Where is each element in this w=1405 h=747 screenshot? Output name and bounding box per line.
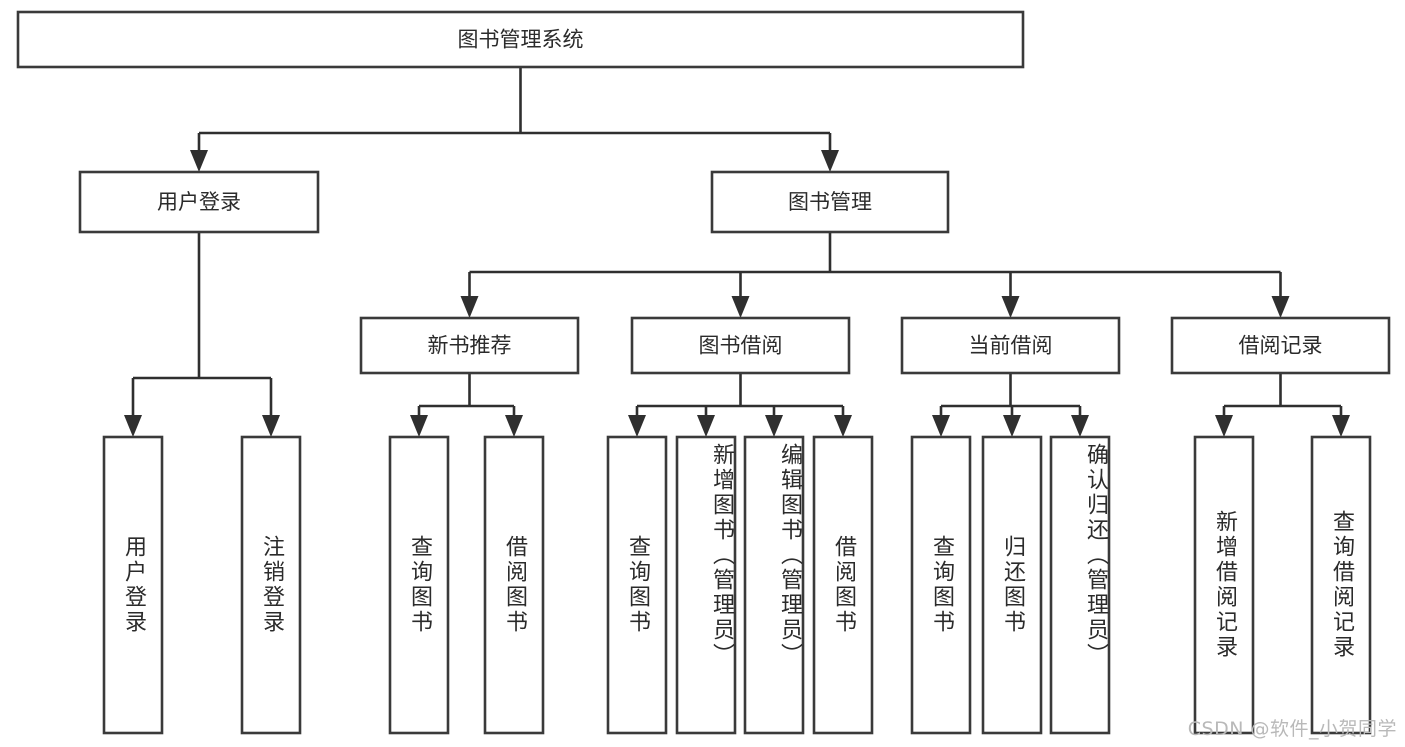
node-box-level3-3[interactable] <box>1170 316 1391 375</box>
leaf-box-9[interactable] <box>981 435 1043 735</box>
edge-current-arrow-0 <box>932 415 950 437</box>
node-label-level3-1: 图书借阅 <box>699 334 783 358</box>
edge-book-mgmt-arrow-3 <box>1271 296 1290 318</box>
boxes-layer <box>16 10 1391 735</box>
leaf-box-1[interactable] <box>240 435 302 735</box>
connectors-layer <box>124 67 1350 437</box>
watermark-text: CSDN @软件_小贺同学 <box>1187 718 1397 740</box>
node-box-level2-1[interactable] <box>710 170 950 234</box>
leaf-box-5[interactable] <box>675 435 737 735</box>
node-box-level3-2[interactable] <box>900 316 1121 375</box>
edge-root-arrow-1 <box>821 150 839 172</box>
leaf-box-10[interactable] <box>1049 435 1111 735</box>
leaf-box-7[interactable] <box>812 435 874 735</box>
leaf-box-0[interactable] <box>102 435 164 735</box>
node-label-root: 图书管理系统 <box>458 28 584 52</box>
node-box-level3-0[interactable] <box>359 316 580 375</box>
edge-borrow-arrow-1 <box>697 415 715 437</box>
leaf-box-4[interactable] <box>606 435 668 735</box>
edge-book-mgmt-arrow-2 <box>1001 296 1020 318</box>
edge-borrow-arrow-3 <box>834 415 852 437</box>
edge-root-arrow-0 <box>190 150 208 172</box>
node-label-level2-0: 用户登录 <box>157 190 241 214</box>
edge-new-book-arrow-1 <box>505 415 523 437</box>
node-box-level2-0[interactable] <box>78 170 320 234</box>
leaf-box-3[interactable] <box>483 435 545 735</box>
node-box-root[interactable] <box>16 10 1025 69</box>
leaf-box-12[interactable] <box>1310 435 1372 735</box>
edge-borrow-arrow-0 <box>628 415 646 437</box>
node-label-level3-3: 借阅记录 <box>1239 334 1323 358</box>
edge-book-mgmt-arrow-0 <box>460 296 479 318</box>
edge-new-book-arrow-0 <box>410 415 428 437</box>
edge-user-login-arrow-0 <box>124 415 142 437</box>
edge-current-arrow-2 <box>1071 415 1089 437</box>
edge-current-arrow-1 <box>1003 415 1021 437</box>
node-box-level3-1[interactable] <box>630 316 851 375</box>
edge-record-arrow-1 <box>1332 415 1350 437</box>
node-label-level3-2: 当前借阅 <box>969 334 1053 358</box>
leaf-box-6[interactable] <box>743 435 805 735</box>
node-label-level2-1: 图书管理 <box>788 190 872 214</box>
edge-user-login-arrow-1 <box>262 415 280 437</box>
leaf-box-11[interactable] <box>1193 435 1255 735</box>
edge-book-mgmt-arrow-1 <box>731 296 750 318</box>
edge-record-arrow-0 <box>1215 415 1233 437</box>
leaf-box-2[interactable] <box>388 435 450 735</box>
leaf-box-8[interactable] <box>910 435 972 735</box>
edge-borrow-arrow-2 <box>765 415 783 437</box>
node-label-level3-0: 新书推荐 <box>428 334 512 358</box>
